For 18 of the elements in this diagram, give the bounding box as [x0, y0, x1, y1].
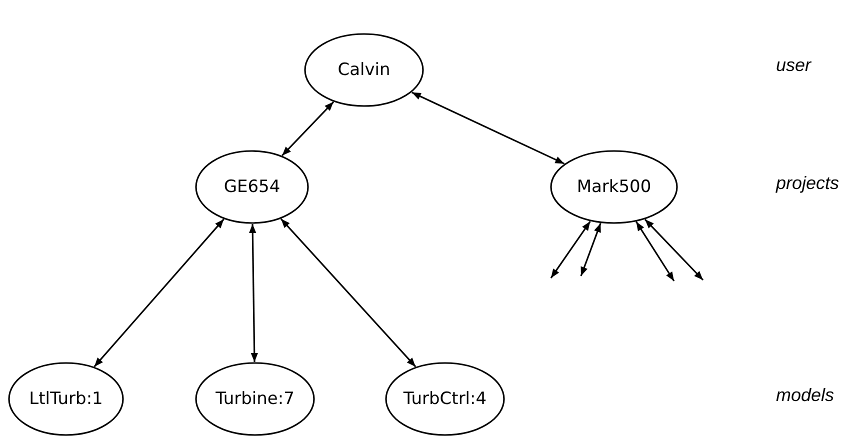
double-arrow [580, 222, 602, 276]
level-label: user [776, 55, 812, 76]
node-label: Turbine:7 [216, 389, 294, 409]
double-arrow [411, 92, 565, 164]
double-arrow [636, 221, 675, 282]
double-arrow [282, 101, 334, 156]
double-arrow [280, 218, 416, 368]
double-arrow [249, 224, 258, 362]
level-label: projects [776, 173, 840, 194]
double-arrow [94, 218, 224, 368]
double-arrow [644, 218, 704, 281]
node-label: Calvin [338, 60, 390, 80]
node-label: Mark500 [576, 177, 652, 197]
node-label: TurbCtrl:4 [403, 389, 487, 409]
node-label: LtlTurb:1 [29, 389, 103, 409]
level-label: models [776, 385, 834, 406]
double-arrow [550, 220, 591, 278]
node-label: GE654 [224, 177, 280, 197]
